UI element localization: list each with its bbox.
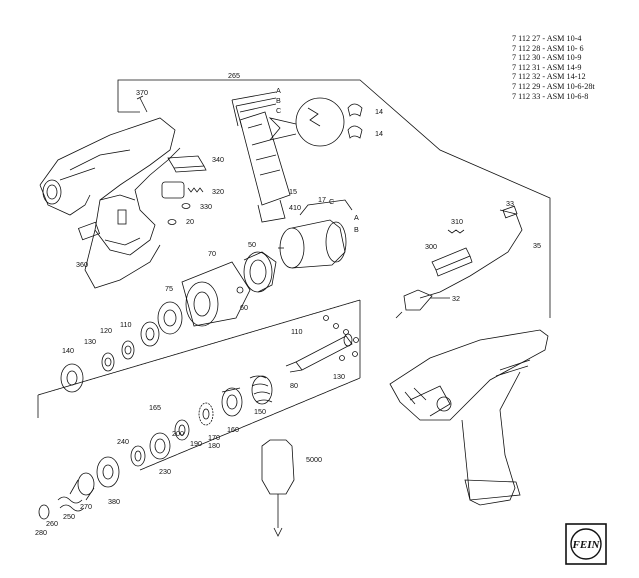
gear-housing-70 xyxy=(181,261,251,327)
part-label-60: 60 xyxy=(240,303,248,312)
washer-130-left xyxy=(101,352,115,372)
model-list-item: 7 112 28 - ASM 10- 6 xyxy=(512,43,584,53)
washer-120 xyxy=(121,340,135,360)
ring-180 xyxy=(174,419,190,441)
sleeve-270 xyxy=(69,472,95,501)
contact-300 xyxy=(431,247,473,277)
part-label-240: 240 xyxy=(117,437,129,446)
part-label-75: 75 xyxy=(165,284,173,293)
part-label-410: 410 xyxy=(289,203,301,212)
detail-callout xyxy=(268,97,345,147)
washer-380 xyxy=(96,456,120,488)
fein-logo-text: FEIN xyxy=(572,539,601,551)
part-label-80: 80 xyxy=(290,381,298,390)
part-label-270: 270 xyxy=(80,502,92,511)
part-label-35: 35 xyxy=(533,241,541,250)
part-label-230: 230 xyxy=(159,467,171,476)
housing-shell xyxy=(39,117,181,289)
part-label-32: 32 xyxy=(452,294,460,303)
housing-bracket-line xyxy=(117,79,551,318)
fein-logo: FEIN xyxy=(565,523,607,565)
disc-170 xyxy=(198,402,214,426)
part-label-140: 140 xyxy=(62,346,74,355)
ring-gear-50 xyxy=(243,251,277,293)
screw-60 xyxy=(236,286,244,294)
part-label-250: 250 xyxy=(63,512,75,521)
switch-plate-340 xyxy=(167,155,207,173)
part-label-265: 265 xyxy=(228,71,240,80)
wire-label-b-motor: B xyxy=(354,225,359,234)
wire-label-a: A xyxy=(276,86,281,95)
part-label-280: 280 xyxy=(35,528,47,537)
switch-board xyxy=(231,91,291,223)
balls-110 xyxy=(323,315,359,361)
part-label-130-right: 130 xyxy=(333,372,345,381)
part-label-200: 200 xyxy=(172,429,184,438)
part-label-70: 70 xyxy=(208,249,216,258)
clip-14-bottom xyxy=(347,125,363,139)
wire-label-c: C xyxy=(276,106,282,115)
bearing-230 xyxy=(149,432,171,460)
part-label-320: 320 xyxy=(212,187,224,196)
part-label-14-bottom: 14 xyxy=(375,129,383,138)
part-label-165: 165 xyxy=(149,403,161,412)
model-list-item: 7 112 27 - ASM 10-4 xyxy=(512,34,582,43)
part-label-190: 190 xyxy=(190,439,202,448)
pin-20 xyxy=(167,219,177,225)
hammer-160 xyxy=(221,387,243,417)
model-list-item: 7 112 33 - ASM 10-6-8 xyxy=(512,91,589,101)
gear-140 xyxy=(60,363,84,393)
screwdriver-5000 xyxy=(261,439,295,537)
part-label-310: 310 xyxy=(451,217,463,226)
part-label-130-left: 130 xyxy=(84,337,96,346)
pin-330 xyxy=(181,203,191,209)
part-label-110-left: 110 xyxy=(120,320,132,329)
wire-label-c-motor: C xyxy=(329,197,335,206)
part-label-20: 20 xyxy=(186,217,194,226)
part-label-260: 260 xyxy=(46,519,58,528)
part-label-120: 120 xyxy=(100,326,112,335)
model-list-item: 7 112 29 - ASM 10-6-28t xyxy=(512,81,595,91)
part-label-160: 160 xyxy=(227,425,239,434)
screw-370 xyxy=(136,95,148,113)
part-label-380: 380 xyxy=(108,497,120,506)
model-list-item: 7 112 30 - ASM 10-9 xyxy=(512,53,582,63)
wire-label-b: B xyxy=(276,96,281,105)
spindle-80 xyxy=(285,333,353,373)
model-list-item: 7 112 32 - ASM 14-12 xyxy=(512,72,586,82)
part-label-330: 330 xyxy=(200,202,212,211)
part-label-17: 17 xyxy=(318,195,326,204)
model-list: 7 112 27 - ASM 10-4 7 112 28 - ASM 10- 6… xyxy=(512,34,595,101)
plug-33 xyxy=(502,205,518,219)
spring-150 xyxy=(249,375,273,405)
ring-260 xyxy=(38,504,50,520)
part-label-50: 50 xyxy=(248,240,256,249)
part-label-170: 170 xyxy=(208,433,220,442)
part-label-300: 300 xyxy=(425,242,437,251)
spring-320 xyxy=(161,181,204,199)
part-label-370: 370 xyxy=(136,88,148,97)
clip-14-top xyxy=(347,103,363,117)
part-label-360: 360 xyxy=(76,260,88,269)
part-label-110-right: 110 xyxy=(291,327,303,336)
motor-410 xyxy=(278,199,353,269)
part-label-14-top: 14 xyxy=(375,107,383,116)
spring-250 xyxy=(57,496,85,512)
model-list-item: 7 112 31 - ASM 14-9 xyxy=(512,62,582,72)
tool-body xyxy=(389,329,549,506)
ring-240 xyxy=(130,445,146,467)
spring-310 xyxy=(447,229,465,234)
wire-label-a-motor: A xyxy=(354,213,359,222)
assembly-frame xyxy=(37,299,361,471)
part-label-340: 340 xyxy=(212,155,224,164)
bearing-110-left xyxy=(140,321,160,347)
part-label-150: 150 xyxy=(254,407,266,416)
part-label-33: 33 xyxy=(506,199,514,208)
part-label-15: 15 xyxy=(289,187,297,196)
chuck-ring xyxy=(436,396,452,412)
ring-75 xyxy=(157,301,183,335)
part-label-5000: 5000 xyxy=(306,455,322,464)
part-label-180: 180 xyxy=(208,441,220,450)
